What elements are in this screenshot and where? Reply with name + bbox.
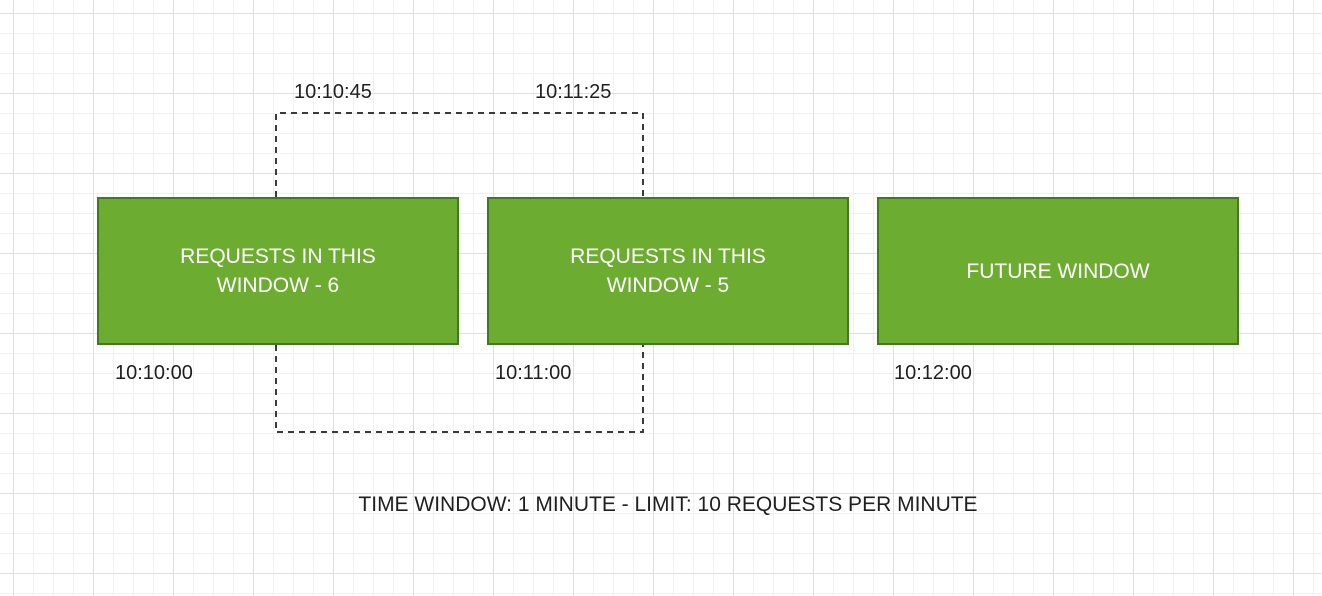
window-start-time-current: 10:11:00 [495, 362, 572, 384]
sliding-window-end-time: 10:11:25 [535, 81, 612, 103]
sliding-window-top-bracket [275, 112, 644, 197]
window-box-previous[interactable]: REQUESTS IN THIS WINDOW - 6 [97, 197, 459, 345]
window-start-time-future: 10:12:00 [894, 362, 972, 384]
sliding-window-bottom-bracket [275, 345, 644, 433]
window-start-time-previous: 10:10:00 [115, 362, 193, 384]
window-box-current[interactable]: REQUESTS IN THIS WINDOW - 5 [487, 197, 849, 345]
diagram-caption: TIME WINDOW: 1 MINUTE - LIMIT: 10 REQUES… [358, 493, 978, 516]
sliding-window-start-time: 10:10:45 [294, 81, 372, 103]
window-box-future[interactable]: FUTURE WINDOW [877, 197, 1239, 345]
